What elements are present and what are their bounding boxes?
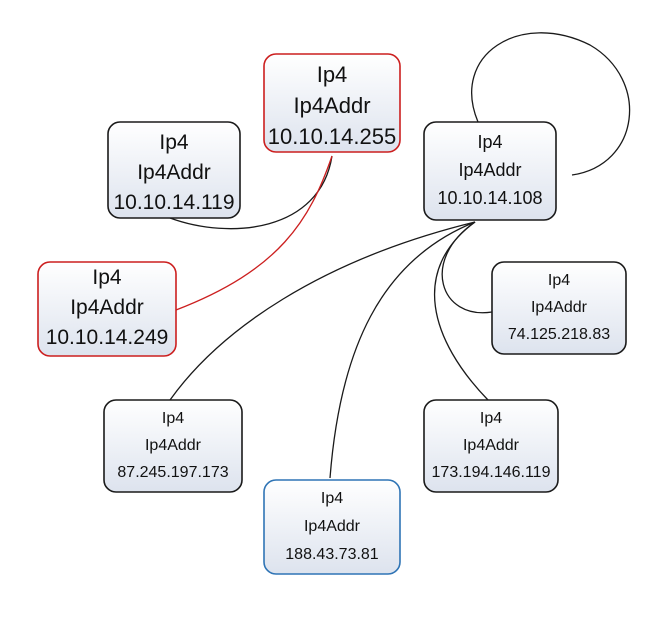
node-address-label: 87.245.197.173 (117, 464, 228, 481)
node-87-245-197-173[interactable]: Ip4 Ip4Addr 87.245.197.173 (103, 399, 243, 493)
node-class-label: Ip4Addr (293, 93, 370, 118)
node-address-label: 10.10.14.119 (113, 191, 234, 214)
node-type-label: Ip4 (548, 272, 570, 289)
edges-layer (169, 32, 631, 479)
node-10-10-14-108[interactable]: Ip4 Ip4Addr 10.10.14.108 (423, 121, 557, 221)
node-box (37, 261, 177, 357)
edge-10-10-14-108-to-87-245-197-173 (169, 221, 476, 401)
edge-10-10-14-249-to-10-10-14-255 (175, 155, 333, 311)
node-box (103, 399, 243, 493)
node-box (423, 121, 557, 221)
node-box (263, 479, 401, 575)
node-box (491, 261, 627, 355)
edge-10-10-14-108-to-74-125-218-83 (441, 221, 493, 314)
node-class-label: Ip4Addr (458, 160, 521, 180)
edge-10-10-14-119-to-10-10-14-255 (169, 155, 333, 230)
node-class-label: Ip4Addr (70, 296, 144, 319)
nodes-layer: Ip4 Ip4Addr 10.10.14.255 Ip4 Ip4Addr 10.… (37, 53, 627, 575)
node-type-label: Ip4 (477, 132, 502, 152)
edge-10-10-14-108-to-173-194-146-119 (433, 221, 489, 401)
node-address-label: 10.10.14.255 (268, 124, 396, 149)
node-box (263, 53, 401, 153)
node-188-43-73-81[interactable]: Ip4 Ip4Addr 188.43.73.81 (263, 479, 401, 575)
node-class-label: Ip4Addr (531, 299, 588, 316)
node-173-194-146-119[interactable]: Ip4 Ip4Addr 173.194.146.119 (423, 399, 559, 493)
node-10-10-14-119[interactable]: Ip4 Ip4Addr 10.10.14.119 (107, 121, 241, 219)
node-class-label: Ip4Addr (137, 161, 211, 184)
edge-10-10-14-108-to-188-43-73-81 (329, 221, 476, 479)
node-address-label: 188.43.73.81 (285, 546, 379, 563)
node-class-label: Ip4Addr (145, 437, 202, 454)
node-box (107, 121, 241, 219)
node-type-label: Ip4 (162, 410, 184, 427)
node-type-label: Ip4 (480, 410, 502, 427)
edge-10-10-14-108-self-loop (471, 32, 631, 176)
node-10-10-14-249[interactable]: Ip4 Ip4Addr 10.10.14.249 (37, 261, 177, 357)
node-type-label: Ip4 (92, 266, 122, 289)
node-type-label: Ip4 (159, 131, 189, 154)
node-74-125-218-83[interactable]: Ip4 Ip4Addr 74.125.218.83 (491, 261, 627, 355)
node-type-label: Ip4 (321, 490, 343, 507)
node-address-label: 173.194.146.119 (432, 464, 551, 481)
node-address-label: 10.10.14.249 (46, 326, 169, 349)
node-type-label: Ip4 (317, 62, 348, 87)
node-box (423, 399, 559, 493)
node-class-label: Ip4Addr (463, 437, 520, 454)
node-address-label: 74.125.218.83 (508, 326, 610, 343)
node-class-label: Ip4Addr (304, 518, 361, 535)
node-10-10-14-255[interactable]: Ip4 Ip4Addr 10.10.14.255 (263, 53, 401, 153)
node-address-label: 10.10.14.108 (437, 188, 542, 208)
